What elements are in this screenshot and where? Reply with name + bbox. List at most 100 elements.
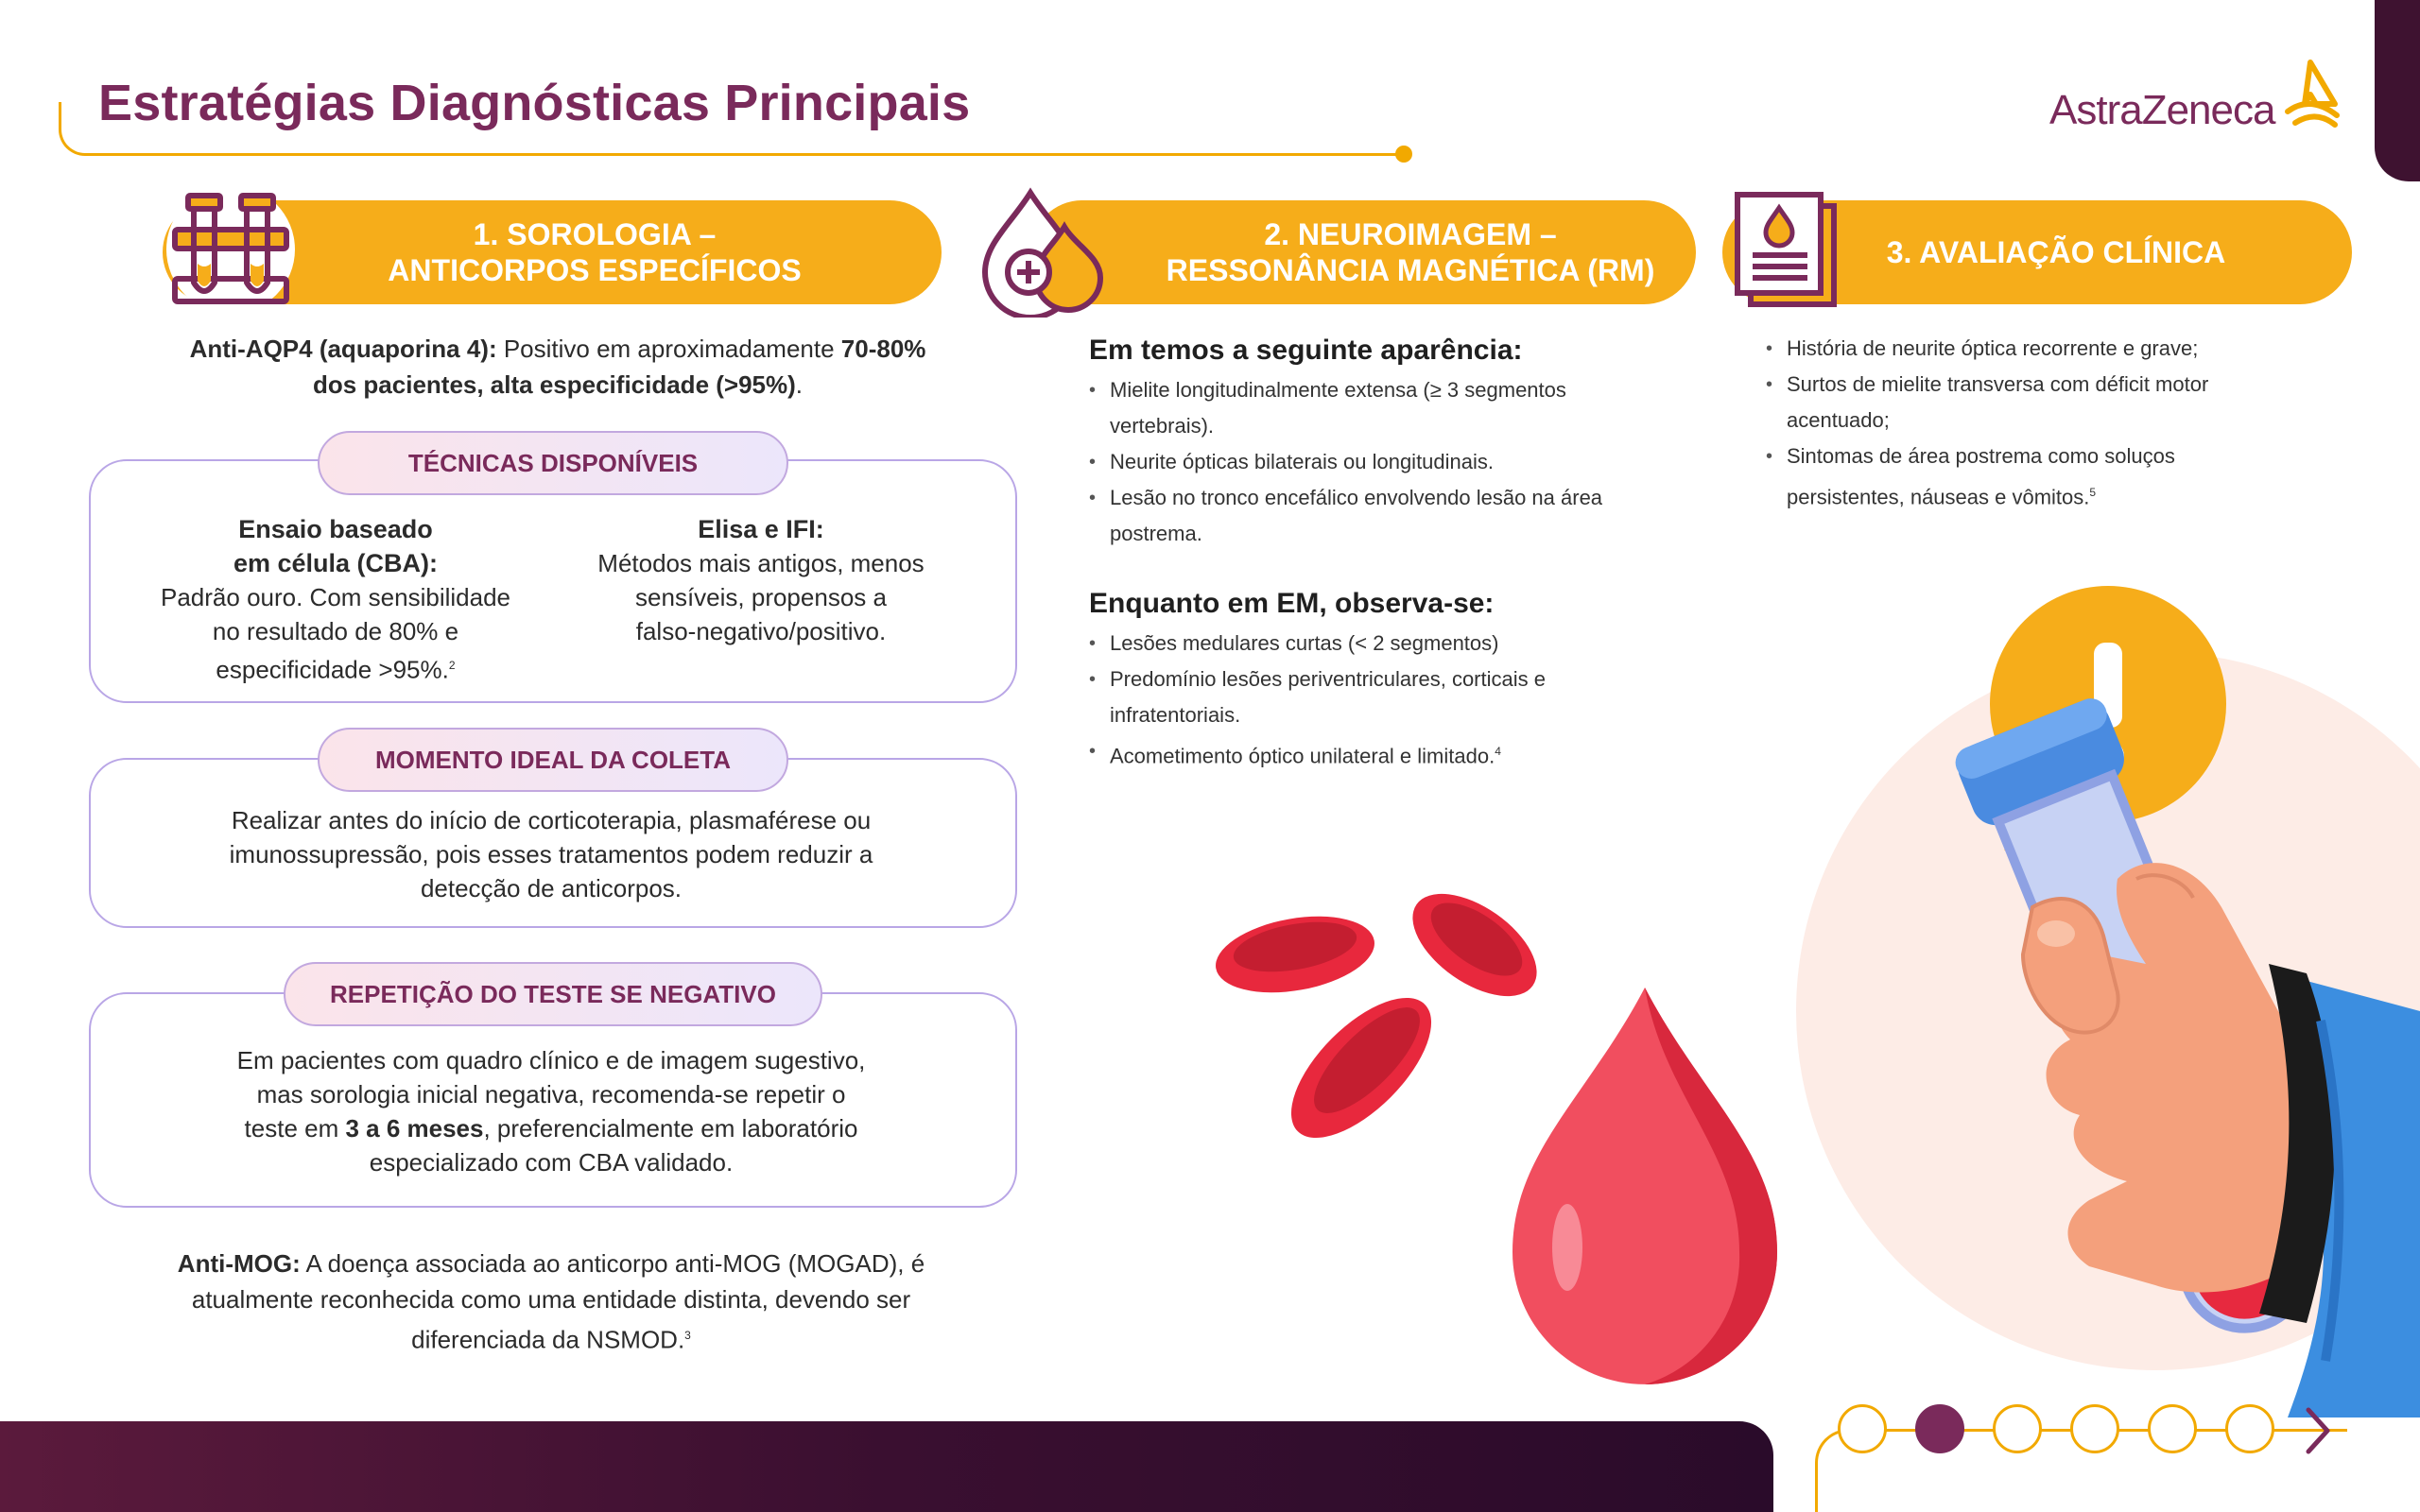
aqp4-label: Anti-AQP4 (aquaporina 4):: [189, 335, 497, 363]
aqp4-percent: 70-80%: [840, 335, 926, 363]
section-neuroimagem-title-line2: RESSONÂNCIA MAGNÉTICA (RM): [1166, 253, 1655, 287]
clinica-list: História de neurite óptica recorrente e …: [1766, 331, 2371, 515]
cba-ref: 2: [448, 659, 456, 672]
anti-mog-line1: A doença associada ao anticorpo anti-MOG…: [300, 1249, 925, 1278]
red-blood-cell-icon: [1412, 893, 1537, 997]
aqp4-intro: Anti-AQP4 (aquaporina 4): Positivo em ap…: [132, 331, 983, 403]
list-item: Lesões medulares curtas (< 2 segmentos): [1089, 626, 1713, 662]
repeticao-line1: Em pacientes com quadro clínico e de ima…: [236, 1046, 866, 1074]
clinica-ref: 5: [2089, 486, 2097, 499]
list-item-text: infratentoriais.: [1110, 703, 1241, 727]
neuro-list-2: Lesões medulares curtas (< 2 segmentos) …: [1089, 626, 1713, 774]
page-dot-4[interactable]: [2070, 1404, 2119, 1453]
list-item-text: Lesão no tronco encefálico envolvendo le…: [1110, 486, 1603, 509]
astrazeneca-logo: AstraZeneca: [2049, 87, 2275, 134]
anti-mog-line2: atualmente reconhecida como uma entidade…: [191, 1285, 911, 1314]
list-item-text: acentuado;: [1787, 408, 1890, 432]
anti-mog-label: Anti-MOG:: [177, 1249, 301, 1278]
anti-mog-ref: 3: [684, 1329, 691, 1342]
blood-drop-shape: [1512, 988, 1777, 1384]
blood-drop-icon: [974, 185, 1106, 318]
list-item: Sintomas de área postrema como soluços pe…: [1766, 438, 2371, 515]
list-item-text: Sintomas de área postrema como soluços: [1787, 444, 2175, 468]
cba-text-line2: no resultado de 80% e: [212, 617, 459, 645]
cba-text-line3: especificidade >95%.: [216, 655, 449, 684]
list-item-text: Acometimento óptico unilateral e limitad…: [1110, 744, 1495, 768]
repeticao-tag: REPETIÇÃO DO TESTE SE NEGATIVO: [284, 962, 822, 1026]
aqp4-text: Positivo em aproximadamente: [496, 335, 841, 363]
blood-test-illustration: [1216, 586, 2420, 1418]
list-item: História de neurite óptica recorrente e …: [1766, 331, 2371, 367]
repeticao-text: Em pacientes com quadro clínico e de ima…: [104, 1043, 998, 1179]
repeticao-line3c: , preferencialmente em laboratório: [483, 1114, 858, 1143]
neuro-list-1: Mielite longitudinalmente extensa (≥ 3 s…: [1089, 372, 1713, 552]
test-tubes-icon: [166, 185, 295, 314]
page-dot-1[interactable]: [1838, 1404, 1887, 1453]
section-sorologia-title-line1: 1. SOROLOGIA –: [473, 217, 717, 251]
footer-bar: [0, 1421, 1773, 1512]
page-dot-3[interactable]: [1993, 1404, 2042, 1453]
list-item-text: História de neurite óptica recorrente e …: [1787, 336, 2199, 360]
title-underline: [59, 102, 1404, 156]
astrazeneca-logo-icon: [2285, 60, 2340, 128]
elisa-block: Elisa e IFI: Métodos mais antigos, menos…: [567, 512, 955, 648]
section-sorologia-title-line2: ANTICORPOS ESPECÍFICOS: [388, 253, 802, 287]
list-item-text: Mielite longitudinalmente extensa (≥ 3 s…: [1110, 378, 1566, 402]
repeticao-card: [89, 992, 1017, 1208]
repeticao-line4: especializado com CBA validado.: [369, 1148, 734, 1177]
neuro-ref: 4: [1495, 745, 1501, 758]
list-item-text: Neurite ópticas bilaterais ou longitudin…: [1110, 450, 1495, 473]
momento-tag: MOMENTO IDEAL DA COLETA: [318, 728, 788, 792]
list-item: Acometimento óptico unilateral e limitad…: [1089, 733, 1713, 774]
cba-block: Ensaio baseado em célula (CBA): Padrão o…: [123, 512, 548, 687]
list-item: Neurite ópticas bilaterais ou longitudin…: [1089, 444, 1713, 480]
list-item-text: Predomínio lesões periventriculares, cor…: [1110, 667, 1546, 691]
list-item: Mielite longitudinalmente extensa (≥ 3 s…: [1089, 372, 1713, 444]
anti-mog-line3: diferenciada da NSMOD.: [411, 1325, 685, 1354]
list-item: Predomínio lesões periventriculares, cor…: [1089, 662, 1713, 733]
list-item-text: Surtos de mielite transversa com déficit…: [1787, 372, 2209, 396]
neuro-heading-1: Em temos a seguinte aparência:: [1089, 335, 1523, 366]
list-item-text: vertebrais).: [1110, 414, 1215, 438]
momento-line1: Realizar antes do início de corticoterap…: [231, 806, 872, 834]
list-item-text: postrema.: [1110, 522, 1202, 545]
title-underline-dot: [1395, 146, 1412, 163]
cba-title-line1: Ensaio baseado: [238, 515, 433, 543]
repeticao-line3a: teste em: [244, 1114, 346, 1143]
list-item: Surtos de mielite transversa com déficit…: [1766, 367, 2371, 438]
elisa-text-line1: Métodos mais antigos, menos: [597, 549, 925, 577]
aqp4-specificity: dos pacientes, alta especificidade (>95%…: [312, 370, 796, 399]
page-dot-6[interactable]: [2225, 1404, 2274, 1453]
aqp4-end: .: [795, 370, 804, 399]
section-neuroimagem-header: 2. NEUROIMAGEM – RESSONÂNCIA MAGNÉTICA (…: [1030, 200, 1696, 304]
list-item-text: persistentes, náuseas e vômitos.: [1787, 485, 2090, 509]
corner-decoration: [2375, 0, 2420, 181]
momento-text: Realizar antes do início de corticoterap…: [104, 803, 998, 905]
logo-text: AstraZeneca: [2049, 87, 2275, 133]
sleeve-shape: [2259, 964, 2420, 1418]
red-blood-cell-icon: [1290, 997, 1432, 1139]
elisa-text-line3: falso-negativo/positivo.: [635, 617, 887, 645]
page-indicator: [1838, 1404, 2274, 1453]
red-blood-cell-icon: [1216, 916, 1374, 993]
tecnicas-tag: TÉCNICAS DISPONÍVEIS: [318, 431, 788, 495]
section-clinica-title: 3. AVALIAÇÃO CLÍNICA: [1886, 235, 2226, 269]
momento-line2: imunossupressão, pois esses tratamentos …: [229, 840, 873, 868]
list-item: Lesão no tronco encefálico envolvendo le…: [1089, 480, 1713, 552]
page-dot-5[interactable]: [2148, 1404, 2197, 1453]
page-title: Estratégias Diagnósticas Principais: [98, 75, 971, 131]
page-dot-2-active[interactable]: [1915, 1404, 1964, 1453]
list-item-text: Lesões medulares curtas (< 2 segmentos): [1110, 631, 1499, 655]
elisa-title: Elisa e IFI:: [698, 515, 824, 543]
section-neuroimagem-title-line1: 2. NEUROIMAGEM –: [1264, 217, 1557, 251]
neuro-heading-2: Enquanto em EM, observa-se:: [1089, 588, 1495, 619]
next-chevron-icon[interactable]: [2301, 1404, 2335, 1457]
momento-line3: detecção de anticorpos.: [420, 874, 683, 902]
elisa-text-line2: sensíveis, propensos a: [635, 583, 887, 611]
hand-icon: [2020, 863, 2325, 1293]
repeticao-line2: mas sorologia inicial negativa, recomend…: [256, 1080, 846, 1108]
clipboard-icon: [1730, 187, 1847, 310]
cba-text-line1: Padrão ouro. Com sensibilidade: [161, 583, 510, 611]
repeticao-months: 3 a 6 meses: [345, 1114, 484, 1143]
